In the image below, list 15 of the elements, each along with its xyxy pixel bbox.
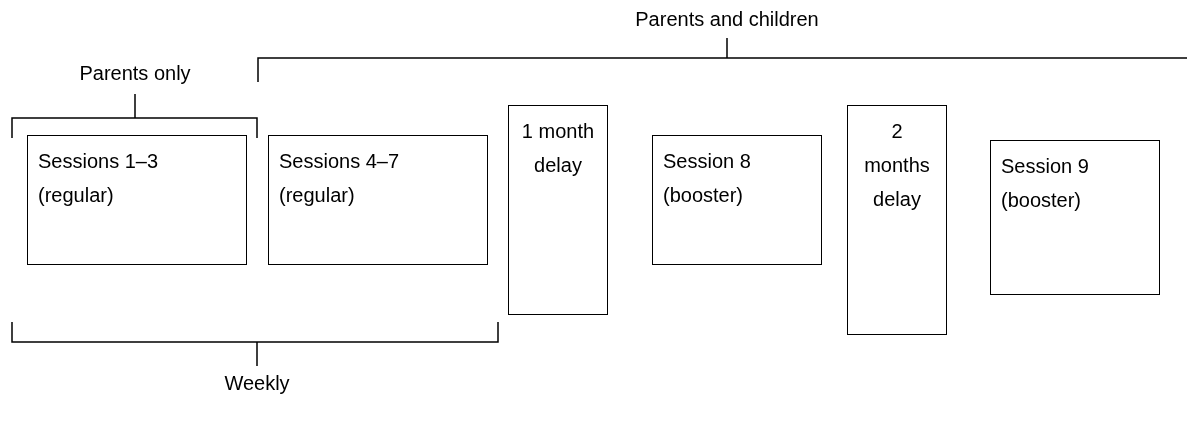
session-box bbox=[652, 135, 822, 265]
bracket-label: Parents and children bbox=[635, 8, 819, 31]
box-text: Sessions 1–3 (regular) bbox=[38, 149, 160, 208]
session-box bbox=[990, 140, 1160, 295]
box-text: 1 month delay bbox=[520, 119, 596, 178]
session-box bbox=[27, 135, 247, 265]
session-box bbox=[847, 105, 947, 335]
session-box bbox=[508, 105, 608, 315]
box-text: 2 months delay bbox=[863, 119, 931, 212]
box-text: Sessions 4–7 (regular) bbox=[279, 149, 401, 208]
bracket-label: Parents only bbox=[79, 62, 191, 85]
session-box bbox=[268, 135, 488, 265]
box-text: Session 9 (booster) bbox=[1001, 154, 1090, 213]
box-text: Session 8 (booster) bbox=[663, 149, 752, 208]
bracket-label: Weekly bbox=[224, 372, 290, 395]
